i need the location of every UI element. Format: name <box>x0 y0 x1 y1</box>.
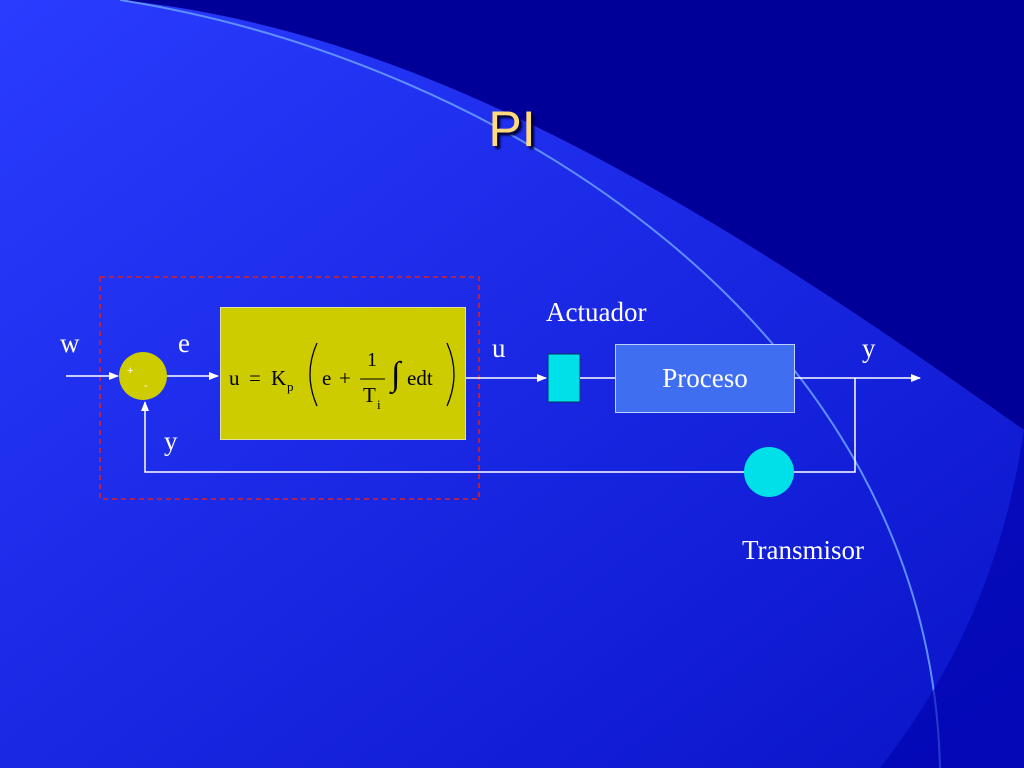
formula-plus: + <box>339 366 351 390</box>
formula-equals: = <box>249 366 261 390</box>
dark-corner <box>880 430 1024 768</box>
summing-junction <box>119 352 167 400</box>
pi-controller-block: u = K p e + 1 T i ∫ edt <box>220 307 466 440</box>
transmitter-circle <box>744 447 794 497</box>
formula-p-subscript: p <box>287 379 294 394</box>
formula-i-subscript: i <box>377 397 381 412</box>
arc-curve <box>119 0 941 768</box>
formula-edt: edt <box>407 366 433 390</box>
feedback-line <box>141 378 856 473</box>
actuator-label: Actuador <box>546 297 647 327</box>
formula-numerator: 1 <box>367 349 377 371</box>
transmitter-label: Transmisor <box>742 535 865 565</box>
formula-e: e <box>322 366 332 390</box>
process-label: Proceso <box>662 363 748 393</box>
signal-u-label: u <box>492 333 506 363</box>
signal-w-label: w <box>60 328 80 358</box>
signal-y-feedback-label: y <box>164 426 178 456</box>
minus-sign: - <box>144 380 148 392</box>
process-block: Proceso <box>615 344 795 413</box>
actuator-box <box>547 353 581 403</box>
slide-title: PI <box>488 101 536 157</box>
right-paren <box>446 342 455 407</box>
plus-sign: + <box>127 365 134 377</box>
controller-dashed-border <box>99 276 480 500</box>
formula-graphics <box>309 342 455 407</box>
left-paren <box>309 342 318 407</box>
signal-e-label: e <box>178 328 190 358</box>
formula-integral: ∫ <box>391 356 401 393</box>
formula-u: u <box>229 366 240 390</box>
formula-K: K <box>271 366 287 390</box>
signal-y-out-label: y <box>862 333 876 363</box>
formula-T: T <box>363 383 376 407</box>
